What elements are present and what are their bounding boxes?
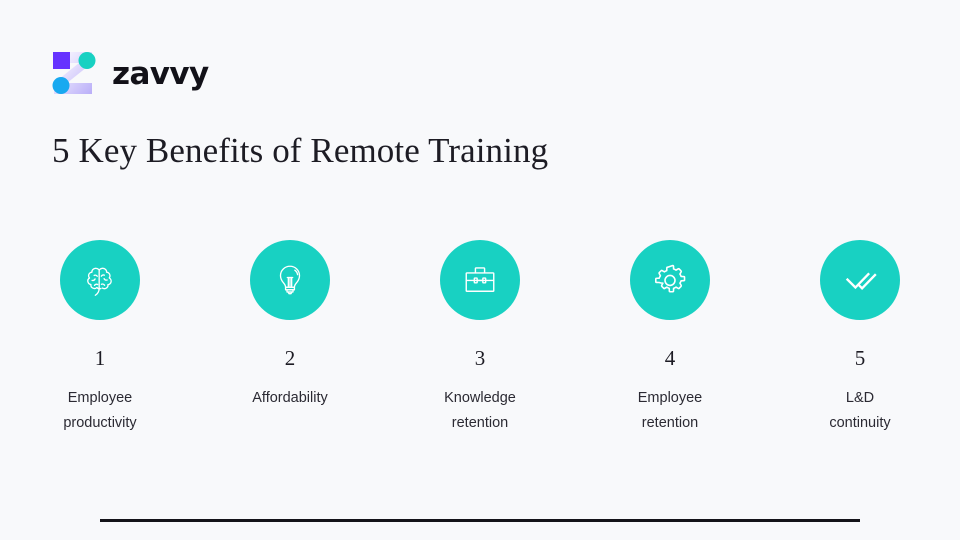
timeline-step-2[interactable]: 2 Affordability <box>195 240 385 411</box>
lightbulb-icon <box>270 260 310 300</box>
timeline-step-4[interactable]: 4 Employee retention <box>575 240 765 436</box>
timeline-step-1[interactable]: 1 Employee productivity <box>5 240 195 436</box>
double-check-icon <box>840 260 880 300</box>
step-label: L&D continuity <box>829 390 891 431</box>
step-number: 4 <box>664 346 676 370</box>
benefits-timeline: 1 Employee productivity 2 <box>0 240 960 522</box>
zavvy-z-logo-icon <box>50 50 96 96</box>
step-label: Knowledge retention <box>444 390 516 431</box>
briefcase-icon <box>460 260 500 300</box>
timeline-connector-line <box>100 519 860 522</box>
step-icon-circle-3 <box>440 240 520 320</box>
step-label: Employee retention <box>637 390 703 431</box>
step-icon-circle-5 <box>820 240 900 320</box>
step-number: 2 <box>284 346 296 370</box>
step-number: 3 <box>474 346 486 370</box>
step-icon-circle-4 <box>630 240 710 320</box>
brand-wordmark: zavvy <box>112 55 209 92</box>
timeline-step-5[interactable]: 5 L&D continuity <box>765 240 955 436</box>
step-label: Employee productivity <box>63 390 137 431</box>
step-label: Affordability <box>252 390 328 406</box>
step-number: 1 <box>94 346 106 370</box>
step-icon-circle-1 <box>60 240 140 320</box>
step-number: 5 <box>854 346 866 370</box>
step-icon-circle-2 <box>250 240 330 320</box>
brain-icon <box>80 260 120 300</box>
page-title: 5 Key Benefits of Remote Training <box>52 131 549 170</box>
gear-icon <box>650 260 690 300</box>
brand-logo: zavvy <box>50 50 209 96</box>
timeline-step-3[interactable]: 3 Knowledge retention <box>385 240 575 436</box>
